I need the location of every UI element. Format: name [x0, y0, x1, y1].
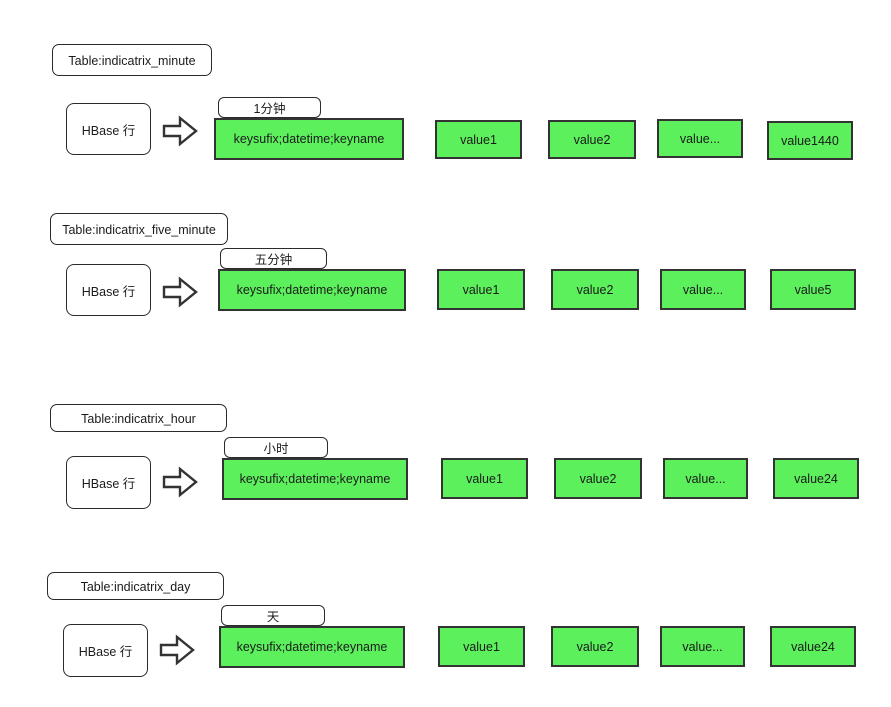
rowkey-cell: keysufix;datetime;keyname	[219, 626, 405, 668]
value-cell: value1	[437, 269, 525, 310]
hbase-row-box: HBase 行	[63, 624, 148, 677]
hbase-row-box: HBase 行	[66, 264, 151, 316]
right-block-arrow-icon	[159, 634, 195, 666]
value-cell: value24	[770, 626, 856, 667]
value-cell: value2	[551, 269, 639, 310]
period-label-tab: 1分钟	[218, 97, 321, 118]
rowkey-cell: keysufix;datetime;keyname	[218, 269, 406, 311]
value-cell: value2	[548, 120, 636, 159]
value-cell: value2	[551, 626, 639, 667]
rowkey-cell: keysufix;datetime;keyname	[214, 118, 404, 160]
rowkey-cell: keysufix;datetime;keyname	[222, 458, 408, 500]
value-cell: value...	[660, 626, 745, 667]
period-label-tab: 小时	[224, 437, 328, 458]
right-block-arrow-icon	[162, 276, 198, 308]
hbase-row-box: HBase 行	[66, 103, 151, 155]
value-cell: value1	[441, 458, 528, 499]
period-label-tab: 天	[221, 605, 325, 626]
value-cell: value1	[435, 120, 522, 159]
value-cell: value...	[663, 458, 748, 499]
table-name-label: Table:indicatrix_day	[47, 572, 224, 600]
value-cell: value2	[554, 458, 642, 499]
table-name-label: Table:indicatrix_minute	[52, 44, 212, 76]
value-cell: value...	[660, 269, 746, 310]
period-label-tab: 五分钟	[220, 248, 327, 269]
value-cell: value5	[770, 269, 856, 310]
right-block-arrow-icon	[162, 466, 198, 498]
table-name-label: Table:indicatrix_five_minute	[50, 213, 228, 245]
value-cell: value24	[773, 458, 859, 499]
value-cell: value...	[657, 119, 743, 158]
right-block-arrow-icon	[162, 115, 198, 147]
table-name-label: Table:indicatrix_hour	[50, 404, 227, 432]
value-cell: value1	[438, 626, 525, 667]
hbase-row-box: HBase 行	[66, 456, 151, 509]
value-cell: value1440	[767, 121, 853, 160]
